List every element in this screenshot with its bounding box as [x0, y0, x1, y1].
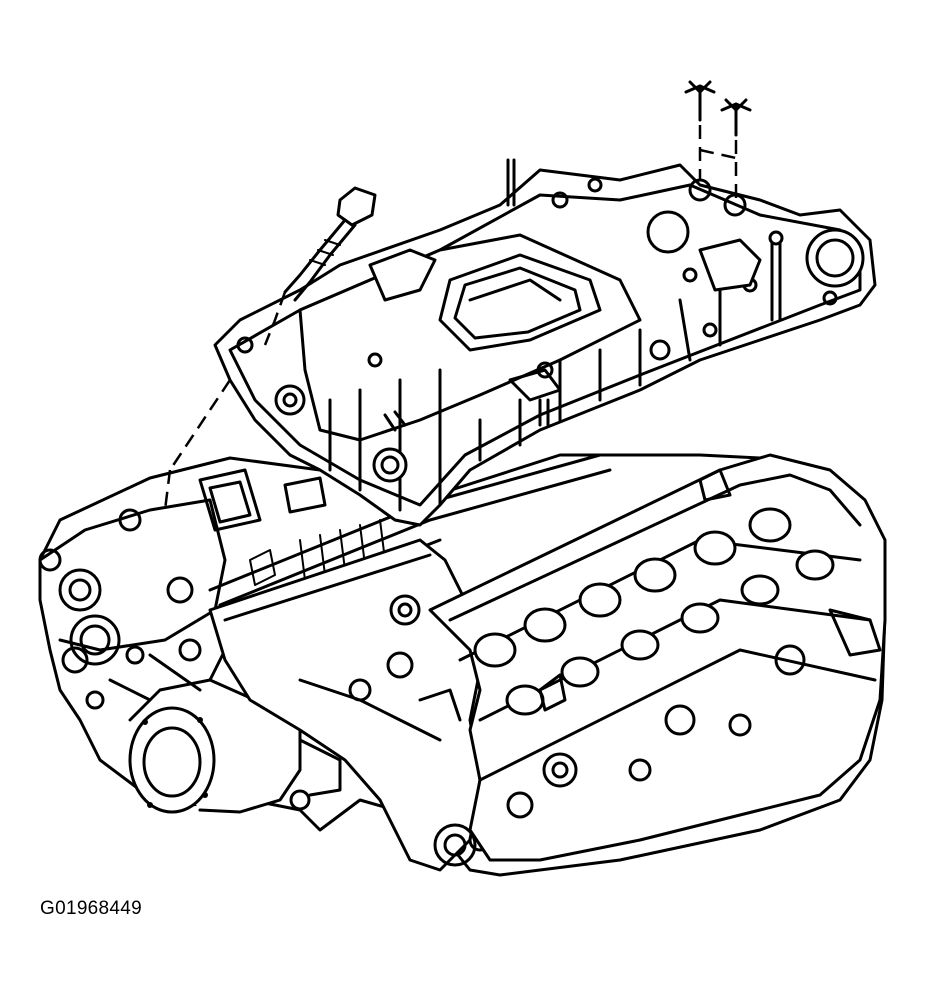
intake-manifold: [215, 160, 875, 525]
cylinder-head-near: [210, 540, 490, 870]
figure-id-label: G01968449: [40, 898, 143, 919]
cylinder-head-far: [430, 455, 885, 860]
manifold-bolts: [686, 82, 750, 205]
coolant-sensor: [285, 188, 375, 300]
rocker-arms: [475, 509, 833, 714]
alignment-leaders: [165, 292, 285, 510]
